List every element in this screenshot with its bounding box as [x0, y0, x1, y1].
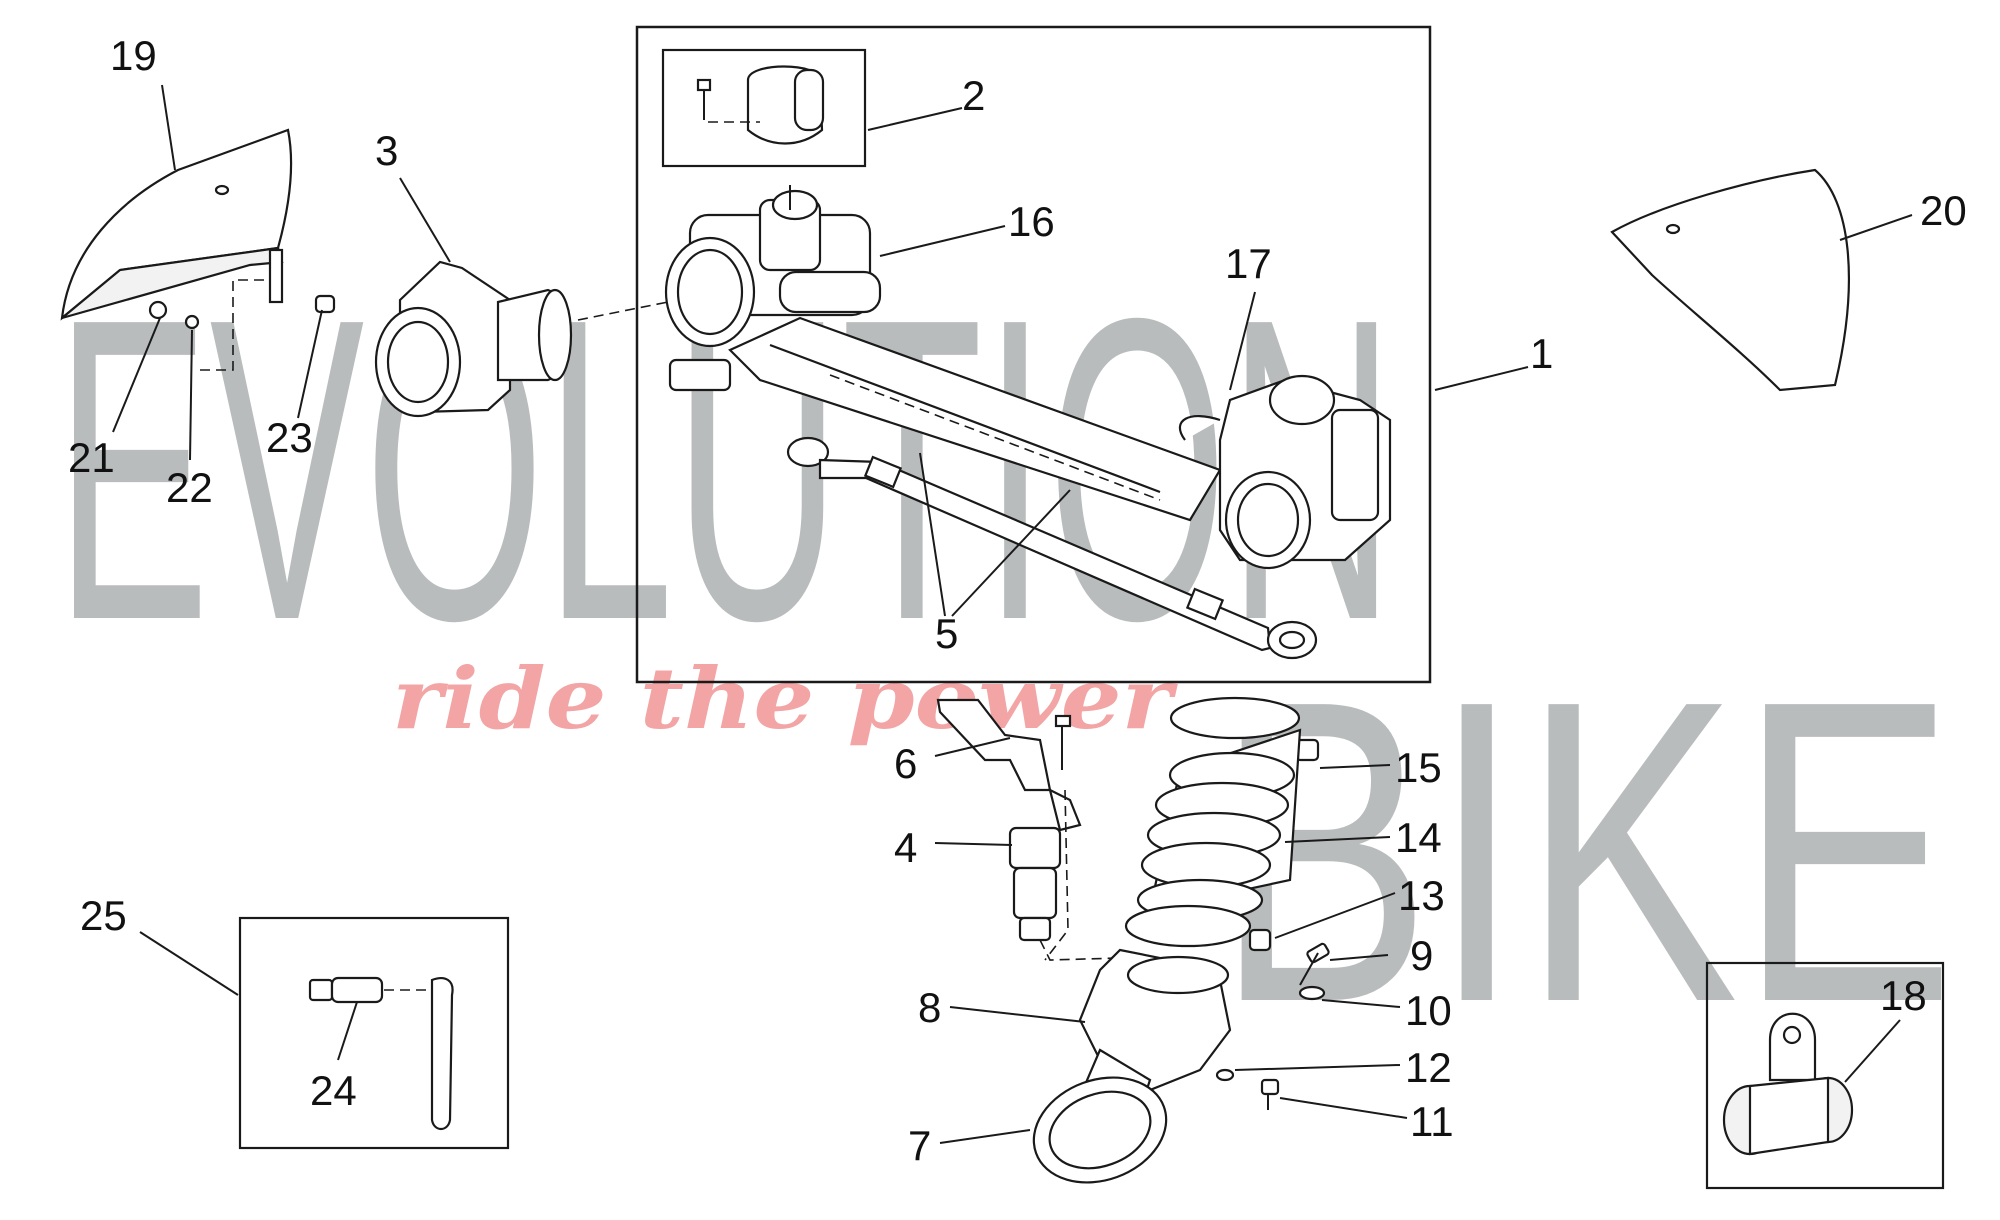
- throttle-sensor-part: [696, 65, 825, 145]
- callout-24: 24: [310, 1067, 357, 1114]
- fastener-set-part: [1215, 942, 1330, 1110]
- callout-15: 15: [1395, 744, 1442, 791]
- fuel-rail-part: [936, 698, 1082, 961]
- callout-7: 7: [908, 1122, 931, 1169]
- intake-manifold-part: [374, 260, 679, 418]
- inlet-seal-part: [1032, 1076, 1168, 1184]
- callout-17: 17: [1225, 240, 1272, 287]
- callout-21: 21: [68, 434, 115, 481]
- fuel-injector-part: [1008, 826, 1121, 961]
- callout-6: 6: [894, 740, 917, 787]
- throttle-body-left-part: [664, 185, 882, 392]
- callout-2: 2: [962, 72, 985, 119]
- callout-labels: 19 3 2 16 17 1 20 21 22 23 5 6 4 15 14 1…: [68, 32, 1967, 1169]
- leader-lines: [112, 84, 1913, 1144]
- callout-20: 20: [1920, 187, 1967, 234]
- watermark-tagline: ride the power: [392, 649, 1179, 748]
- callout-9: 9: [1410, 932, 1433, 979]
- callout-11: 11: [1410, 1098, 1454, 1145]
- adjuster-rod-part: [786, 436, 1318, 660]
- callout-16: 16: [1008, 198, 1055, 245]
- callout-10: 10: [1405, 987, 1452, 1034]
- tool-kit-part: [308, 976, 454, 1131]
- watermark-word-bottom: BIKE: [1215, 612, 1955, 1092]
- callout-12: 12: [1405, 1044, 1452, 1091]
- callout-3: 3: [375, 127, 398, 174]
- throttle-body-right-part: [1178, 374, 1392, 570]
- callout-8: 8: [918, 984, 941, 1031]
- throttle-body-assembly-box: [635, 25, 1432, 684]
- callout-5: 5: [935, 610, 958, 657]
- callout-18: 18: [1880, 972, 1927, 1019]
- screw-part: [148, 279, 336, 371]
- linkage-bar-part: [728, 316, 1222, 522]
- side-cover-part: [60, 128, 293, 321]
- callout-25: 25: [80, 892, 127, 939]
- callout-22: 22: [166, 464, 213, 511]
- side-cover-right-part: [1610, 168, 1850, 392]
- sensor-kit-box: [661, 48, 867, 168]
- cable-clip-part: [1722, 1012, 1854, 1156]
- callout-19: 19: [110, 32, 157, 79]
- callout-1: 1: [1530, 330, 1553, 377]
- callout-14: 14: [1395, 814, 1442, 861]
- callout-23: 23: [266, 414, 313, 461]
- cable-clip-box: [1705, 961, 1945, 1190]
- intake-hose-part: [1124, 696, 1320, 952]
- tool-kit-box: [238, 916, 510, 1150]
- callout-13: 13: [1398, 872, 1445, 919]
- watermark: EVOLUTION BIKE ride the power: [55, 230, 1955, 1092]
- callout-4: 4: [894, 824, 917, 871]
